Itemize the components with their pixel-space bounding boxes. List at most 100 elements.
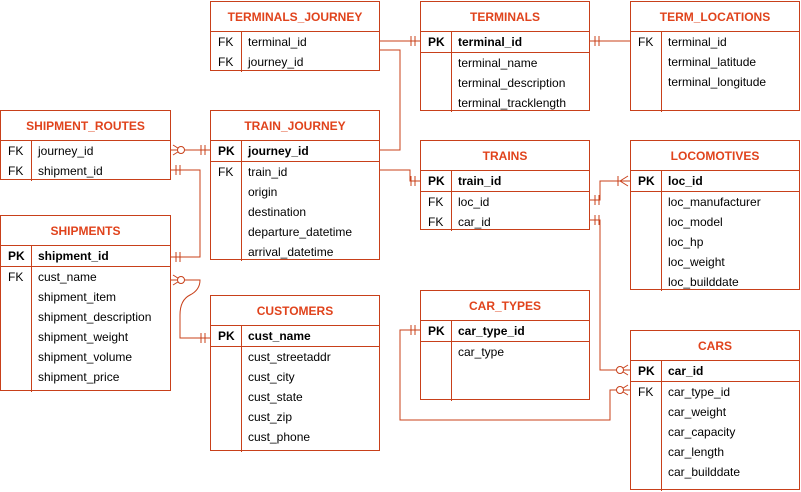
entity-field-row[interactable]: terminal_name [421, 53, 589, 73]
key-label: FK [218, 55, 234, 69]
field-name: train_id [458, 174, 502, 188]
key-column-divider [211, 32, 242, 72]
key-label: FK [638, 385, 654, 399]
field-name: terminal_longitude [668, 75, 767, 89]
key-label: FK [428, 195, 444, 209]
field-name: car_weight [668, 405, 727, 419]
entity-field-row[interactable]: arrival_datetime [211, 242, 379, 262]
field-name: loc_builddate [668, 275, 739, 289]
field-name: loc_hp [668, 235, 704, 249]
entity-field-row[interactable]: cust_city [211, 367, 379, 387]
field-name: car_id [458, 215, 491, 229]
entity-title: TERMINALS [421, 2, 589, 32]
relationship-line [380, 169, 420, 182]
entity-field-row[interactable]: departure_datetime [211, 222, 379, 242]
entity-field-row[interactable]: loc_manufacturer [631, 192, 799, 212]
entity-field-row[interactable]: car_capacity [631, 422, 799, 442]
entity-field-row[interactable]: shipment_volume [1, 347, 170, 367]
entity-title: TERMINALS_JOURNEY [211, 2, 379, 32]
field-name: car_capacity [668, 425, 736, 439]
entity-field-row[interactable]: cust_zip [211, 407, 379, 427]
entity-term-locations[interactable]: TERM_LOCATIONS FK terminal_id terminal_lati… [630, 1, 800, 112]
field-name: car_type_id [458, 324, 525, 338]
entity-title: CUSTOMERS [211, 296, 379, 326]
field-name: terminal_id [668, 35, 727, 49]
field-name: shipment_description [38, 310, 152, 324]
key-column-divider [631, 32, 662, 112]
key-label: FK [8, 144, 24, 158]
entity-field-row[interactable]: PK shipment_id [1, 246, 170, 267]
entity-field-row[interactable]: car_builddate [631, 462, 799, 482]
field-name: shipment_id [38, 249, 109, 263]
entity-field-row[interactable]: origin [211, 182, 379, 202]
relationship-line [380, 49, 401, 151]
field-name: terminal_latitude [668, 55, 757, 69]
entity-field-row[interactable]: car_weight [631, 402, 799, 422]
entity-field-row[interactable]: cust_streetaddr [211, 347, 379, 367]
entity-field-row[interactable]: loc_builddate [631, 272, 799, 292]
entity-field-row[interactable]: FK terminal_id [631, 32, 799, 52]
entity-field-row[interactable]: loc_hp [631, 232, 799, 252]
key-column-divider [631, 361, 662, 491]
entity-field-row[interactable]: shipment_weight [1, 327, 170, 347]
key-column-divider [211, 326, 242, 452]
key-label: FK [218, 165, 234, 179]
entity-field-row[interactable]: loc_weight [631, 252, 799, 272]
field-name: shipment_price [38, 370, 120, 384]
entity-field-row[interactable]: terminal_description [421, 73, 589, 93]
entity-field-row[interactable]: terminal_tracklength [421, 93, 589, 113]
field-name: terminal_id [458, 35, 523, 49]
entity-field-row[interactable]: destination [211, 202, 379, 222]
key-label: FK [638, 35, 654, 49]
field-name: cust_zip [248, 410, 293, 424]
entity-field-row[interactable]: terminal_longitude [631, 72, 799, 92]
key-label: FK [8, 270, 24, 284]
entity-field-row[interactable]: car_type [421, 342, 589, 362]
field-name: journey_id [248, 144, 309, 158]
entity-field-row[interactable]: cust_phone [211, 427, 379, 447]
entity-title: CARS [631, 331, 799, 361]
field-name: origin [248, 185, 278, 199]
entity-field-row[interactable]: car_length [631, 442, 799, 462]
field-name: cust_state [248, 390, 303, 404]
entity-field-row[interactable]: shipment_item [1, 287, 170, 307]
field-name: car_length [668, 445, 725, 459]
entity-field-row[interactable]: FK journey_id [211, 52, 379, 72]
key-label: PK [8, 249, 25, 263]
entity-title: TERM_LOCATIONS [631, 2, 799, 32]
field-name: journey_id [248, 55, 304, 69]
entity-field-row[interactable]: cust_state [211, 387, 379, 407]
key-column-divider [1, 246, 32, 392]
entity-field-row[interactable]: terminal_latitude [631, 52, 799, 72]
entity-field-row[interactable]: shipment_price [1, 367, 170, 387]
entity-field-row[interactable]: loc_model [631, 212, 799, 232]
field-name: terminal_name [458, 56, 538, 70]
entity-field-row[interactable]: shipment_description [1, 307, 170, 327]
entity-title: CAR_TYPES [421, 291, 589, 321]
